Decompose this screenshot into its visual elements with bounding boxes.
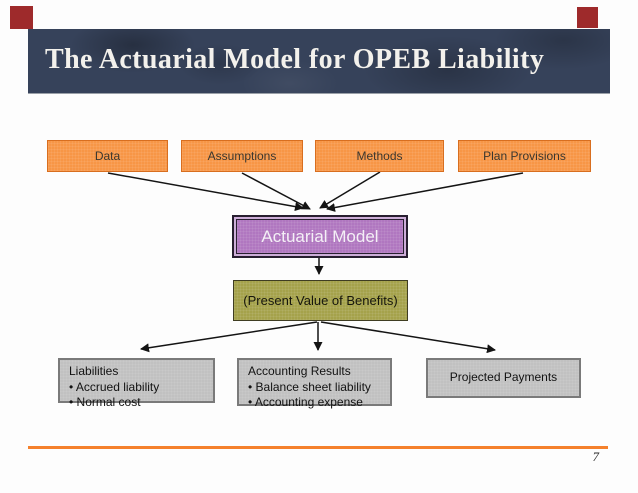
- output-liabilities-title: Liabilities: [69, 364, 119, 378]
- actuarial-model-label: Actuarial Model: [261, 226, 379, 246]
- arrow-lines: [107, 171, 524, 354]
- output-liabilities-bullet-1: • Accrued liability: [69, 379, 160, 394]
- title-band: The Actuarial Model for OPEB Liability: [28, 29, 610, 94]
- output-accounting-bullet-1: • Balance sheet liability: [248, 379, 371, 394]
- actuarial-model-box: Actuarial Model: [232, 215, 408, 258]
- output-liabilities-bullet-2: • Normal cost: [69, 395, 141, 410]
- output-accounting-bullet-2: • Accounting expense: [248, 395, 363, 410]
- input-box-methods: Methods: [315, 140, 444, 172]
- output-box-projected-payments: Projected Payments: [426, 358, 581, 398]
- footer-accent-line: [28, 446, 608, 449]
- input-box-plan-provisions-label: Plan Provisions: [483, 149, 566, 163]
- present-value-box: (Present Value of Benefits): [233, 280, 408, 321]
- slide-title: The Actuarial Model for OPEB Liability: [45, 44, 545, 75]
- input-box-methods-label: Methods: [356, 149, 403, 163]
- present-value-label: (Present Value of Benefits): [243, 293, 398, 308]
- red-corner-accent-left: [10, 6, 33, 29]
- output-box-accounting-results: Accounting Results • Balance sheet liabi…: [237, 358, 392, 409]
- actuarial-model-box-inner: Actuarial Model: [236, 219, 404, 254]
- output-box-liabilities: Liabilities • Accrued liability • Normal…: [58, 358, 215, 409]
- input-box-data-label: Data: [94, 149, 121, 163]
- output-accounting-title: Accounting Results: [248, 364, 351, 378]
- red-corner-accent-right: [577, 7, 598, 28]
- page-number: 7: [592, 449, 600, 464]
- output-projected-payments-label: Projected Payments: [449, 370, 558, 385]
- input-box-plan-provisions: Plan Provisions: [458, 140, 591, 172]
- input-box-assumptions: Assumptions: [181, 140, 303, 172]
- input-box-assumptions-label: Assumptions: [207, 149, 277, 163]
- input-box-data: Data: [47, 140, 168, 172]
